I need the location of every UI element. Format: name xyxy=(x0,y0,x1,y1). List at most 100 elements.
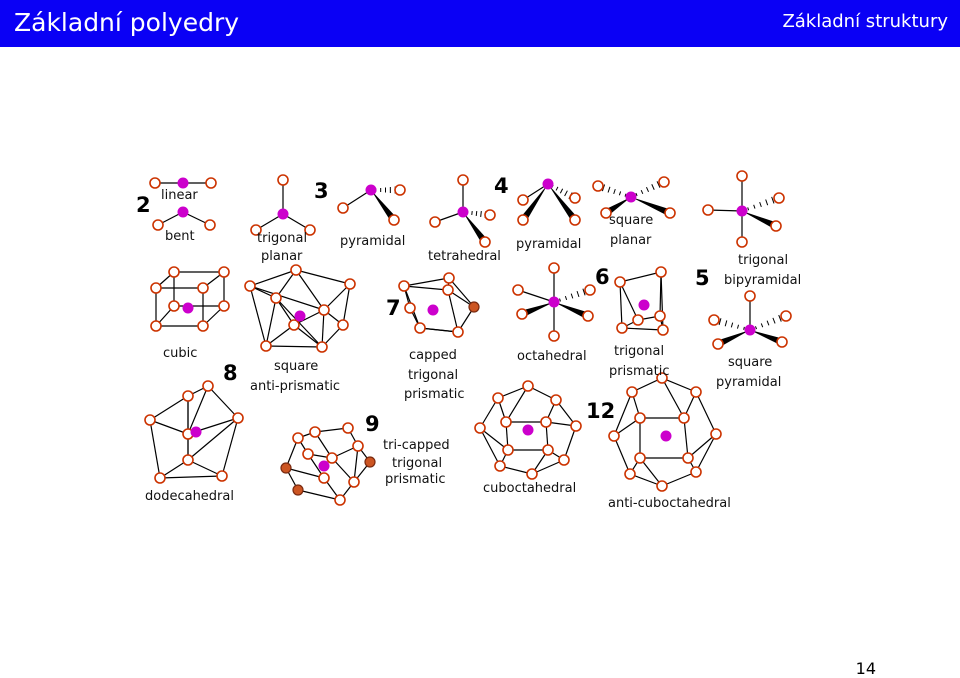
ligand-atom xyxy=(232,412,244,424)
ligand-atom xyxy=(202,380,214,392)
bond-line xyxy=(447,289,459,333)
wedge-bond xyxy=(716,330,750,348)
bond-line xyxy=(265,345,323,348)
slide-title: Základní polyedry xyxy=(14,8,240,37)
bond-line xyxy=(249,269,297,287)
ligand-atom xyxy=(292,432,304,444)
hashed-bond xyxy=(778,314,782,322)
label-sq-pyramidal-1: square xyxy=(728,355,772,370)
ligand-atom xyxy=(404,302,416,314)
wedge-bond xyxy=(520,184,548,222)
ligand-atom xyxy=(144,414,156,426)
bond-line xyxy=(342,283,351,326)
ligand-atom xyxy=(656,372,668,384)
central-atom xyxy=(625,191,637,203)
ligand-atom xyxy=(570,420,582,432)
central-atom xyxy=(318,460,330,472)
label-tricapped-2: trigonal xyxy=(392,456,442,471)
central-atom xyxy=(522,424,534,436)
ligand-atom xyxy=(150,282,162,294)
label-trig-prismatic-2: prismatic xyxy=(609,364,669,379)
ligand-atom xyxy=(205,177,217,189)
ligand-atom xyxy=(710,428,722,440)
bond-line xyxy=(619,271,662,283)
ligand-atom xyxy=(616,322,628,334)
section-title: Základní struktury xyxy=(782,11,948,32)
ligand-atom xyxy=(197,282,209,294)
ligand-atom xyxy=(608,430,620,442)
ligand-atom xyxy=(492,392,504,404)
ligand-atom xyxy=(318,304,330,316)
bond-line xyxy=(295,269,351,285)
hashed-bond xyxy=(736,324,740,329)
label-trigonal-planar-1: trigonal xyxy=(257,231,307,246)
ligand-atom xyxy=(443,272,455,284)
ligand-atom xyxy=(150,320,162,332)
ligand-atom xyxy=(277,174,289,186)
label-tricapped-1: tri-capped xyxy=(383,438,450,453)
bond-line xyxy=(695,391,717,435)
ligand-atom xyxy=(592,180,604,192)
label-sq-pyramidal-2: pyramidal xyxy=(716,375,781,390)
hashed-bond xyxy=(754,326,758,330)
ligand-atom xyxy=(149,177,161,189)
bond-line xyxy=(479,397,499,429)
ligand-atom xyxy=(414,322,426,334)
ligand-atom xyxy=(484,209,496,221)
bond-line xyxy=(517,289,555,303)
cn-4-label: 4 xyxy=(494,174,509,198)
hashed-bond xyxy=(753,204,756,209)
label-capped-tp-3: prismatic xyxy=(404,387,464,402)
cn-12-label: 12 xyxy=(586,399,615,423)
ligand-atom xyxy=(352,440,364,452)
ligand-atom xyxy=(479,236,491,248)
ligand-atom xyxy=(780,310,792,322)
hashed-bond xyxy=(475,210,478,217)
bond-line xyxy=(353,445,359,483)
ligand-atom xyxy=(290,264,302,276)
ligand-atom xyxy=(182,390,194,402)
ligand-atom xyxy=(502,444,514,456)
ligand-atom xyxy=(690,386,702,398)
ligand-atom xyxy=(337,202,349,214)
bond-line xyxy=(297,489,341,501)
ligand-atom xyxy=(318,472,330,484)
ligand-atom xyxy=(457,174,469,186)
ligand-atom xyxy=(540,416,552,428)
label-cuboctahedral: cuboctahedral xyxy=(483,481,576,496)
label-linear: linear xyxy=(161,188,198,203)
hashed-bond xyxy=(743,326,745,330)
ligand-atom xyxy=(664,207,676,219)
wedge-bond xyxy=(554,302,590,320)
bond-line xyxy=(149,395,189,421)
ligand-atom xyxy=(494,460,506,472)
central-atom xyxy=(177,206,189,218)
label-pyramidal-4: pyramidal xyxy=(516,237,581,252)
hashed-bond xyxy=(564,190,568,197)
label-sq-antiprism-2: anti-prismatic xyxy=(250,379,340,394)
polyhedra-drawing: 2 3 4 6 5 7 8 9 12 linear bent trigonal … xyxy=(136,170,801,511)
ligand-atom xyxy=(342,422,354,434)
label-trig-prismatic-1: trigonal xyxy=(614,344,664,359)
bond-line xyxy=(687,433,717,459)
ligand-atom xyxy=(218,266,230,278)
ligand-atom xyxy=(624,468,636,480)
central-atom xyxy=(744,324,756,336)
central-atom xyxy=(660,430,672,442)
ligand-atom xyxy=(548,262,560,274)
label-octahedral: octahedral xyxy=(517,349,587,364)
ligand-atom xyxy=(736,236,748,248)
ligand-atom xyxy=(442,284,454,296)
label-trig-bipyr-2: bipyramidal xyxy=(724,273,801,288)
ligand-atom xyxy=(260,340,272,352)
central-atom xyxy=(457,206,469,218)
ligand-atom xyxy=(517,214,529,226)
ligand-atom xyxy=(168,266,180,278)
bond-line xyxy=(159,475,223,479)
cn-8-label: 8 xyxy=(223,361,238,385)
hashed-bond xyxy=(570,293,574,299)
ligand-atom xyxy=(516,308,528,320)
ligand-atom xyxy=(388,214,400,226)
bond-line xyxy=(285,467,325,479)
ligand-atom xyxy=(657,324,669,336)
